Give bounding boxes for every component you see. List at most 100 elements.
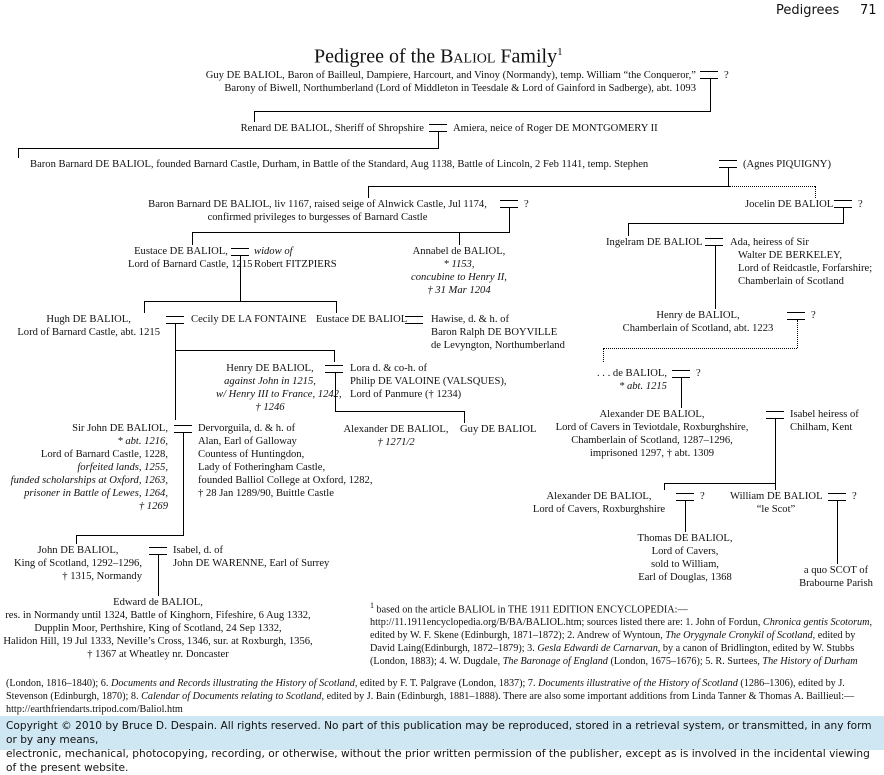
dotted-connector [729,186,815,187]
connector [509,207,510,233]
baron-barnard-2: Baron Barnard DE BALIOL, liv 1167, raise… [140,198,495,224]
copyright-bar: Copyright © 2010 by Bruce D. Despain. Al… [0,716,884,774]
connector [843,207,844,224]
dervorguila-line-6: † 28 Jan 1289/90, Buittle Castle [198,488,334,499]
title-footnote-mark: 1 [557,46,563,58]
sir-john-line-1: Sir John DE BALIOL, [72,423,168,434]
footnote-source-3-title: Gesla Edwardi de Carnarvan [537,643,658,655]
connector [335,372,336,412]
connector [76,535,184,536]
sir-john-de-baliol: Sir John DE BALIOL, * abt. 1216, Lord of… [11,422,168,513]
connector [710,78,711,112]
footnote-source-1-title: Chronica gentis Scotorum [762,617,870,629]
renard-de-baliol: Renard DE BALIOL, Sheriff of Shropshire [240,123,424,134]
sir-john-line-6: prisoner in Battle of Lewes, 1264, [24,488,168,499]
henry-chamberlain-spouse: ? [811,310,816,321]
ingelram-spouse: Ada, heiress of Sir Walter DE BERKELEY, … [730,236,872,288]
marriage-symbol [700,71,718,79]
henry-de-baliol-chamberlain: Henry de BALIOL, Chamberlain of Scotland… [613,309,783,335]
page-number: 71 [860,3,877,18]
alexander-3-spouse: ? [700,491,705,502]
guy-de-baliol-2: Guy DE BALIOL [460,424,537,435]
eustace-2-spouse-line-3: de Levyngton, Northumberland [431,340,565,351]
marriage-symbol [705,238,723,246]
henry-spouse: Lora d. & co-h. of Philip DE VALOINE (VA… [350,362,507,401]
john-king-line-2: King of Scotland, 1292–1296, [14,558,142,569]
connector [628,223,629,236]
barnard-2-spouse: ? [524,199,529,210]
unknown-line-2: * abt. 1215 [619,381,667,392]
connector [175,350,176,420]
footnote-part-2: (London, 1816–1840); 6. Documents and Re… [6,677,878,716]
henry-chamberlain-line-1: Henry de BALIOL, [656,310,740,321]
footnote-source-2-title: The Orygynale Cronykil of Scotland [665,630,813,642]
ingelram-spouse-line-4: Chamberlain of Scotland [738,276,844,287]
title-family-name: Baliol [440,45,496,68]
connector [175,323,176,351]
annabel-line-1: Annabel de BALIOL, [412,246,506,257]
unknown-spouse: ? [696,368,701,379]
connector [438,131,439,149]
page-title: Pedigree of the Baliol Family1 [314,40,563,69]
thomas-de-baliol: Thomas DE BALIOL, Lord of Cavers, sold t… [622,532,748,584]
footnote-source-5: 5. R. Surtees, [705,656,763,668]
copyright-line-1: Copyright © 2010 by Bruce D. Despain. Al… [6,720,872,746]
eustace-1-spouse: widow of Robert FITZPIERS [254,245,337,271]
william-line-2: “le Scot” [756,504,796,515]
connector [837,500,838,564]
ingelram-spouse-line-2: Walter DE BERKELEY, [738,250,842,261]
jocelin-spouse: ? [858,199,863,210]
connector [240,255,241,302]
guy-de-baliol: Guy DE BALIOL, Baron of Bailleul, Dampie… [206,69,696,95]
connector [18,148,439,149]
eustace-1-spouse-line-1: widow of [254,246,293,257]
dervorguila-line-1: Dervorguila, d. & h. of [198,423,296,434]
eustace-2-spouse: Hawise, d. & h. of Baron Ralph DE BOYVIL… [431,313,565,352]
henry-chamberlain-line-2: Chamberlain of Scotland, abt. 1223 [622,323,774,334]
henry-line-1: Henry DE BALIOL, [226,363,314,374]
marriage-symbol [325,365,343,373]
henry-spouse-line-3: Lord of Panmure († 1234) [350,389,462,400]
connector [685,500,686,532]
title-suffix: Family [495,45,558,68]
alexander-cavers-line-2: Lord of Cavers in Teviotdale, Roxburghsh… [555,422,749,433]
alexander-cavers-spouse-line-1: Isabel heiress of [790,409,859,420]
sir-john-line-5: funded scholarships at Oxford, 1263, [10,475,168,486]
jocelin-de-baliol: Jocelin DE BALIOL [745,199,834,210]
john-de-baliol-king: John DE BALIOL, King of Scotland, 1292–1… [14,544,142,583]
footnote-source-2-detail: , edited by David Laing(Edinburgh, 1872–… [370,630,856,655]
footnote-outro: There are also some important additions … [6,691,855,715]
john-king-spouse-line-1: Isabel, d. of [173,545,224,556]
connector [254,111,711,112]
dotted-connector [603,348,797,349]
connector [335,411,465,412]
john-king-spouse: Isabel, d. of John DE WARENNE, Earl of S… [173,544,329,570]
renard-spouse: Amiera, neice of Roger DE MONTGOMERY II [453,123,658,134]
scot-of-brabourne: a quo SCOT of Brabourne Parish [790,564,882,590]
connector [336,301,337,313]
footnote-source-5-title: The History of Durham [762,656,858,668]
ingelram-de-baliol: Ingelram DE BALIOL [606,237,703,248]
footnote-source-7-title: Documents illustrative of the History of… [538,678,738,689]
john-king-line-1: John DE BALIOL, [37,545,119,556]
connector [192,232,193,245]
ingelram-spouse-line-3: Lord of Reidcastle, Forfarshire; [738,263,873,274]
henry-line-4: † 1246 [255,402,285,413]
connector [334,350,335,362]
footnote-source-5-detail: (London, 1816–1840); [6,678,101,689]
thomas-line-1: Thomas DE BALIOL, [637,533,733,544]
connector [628,223,844,224]
connector [18,148,19,158]
edward-line-1: Edward de BALIOL, [113,597,203,608]
connector [715,245,716,309]
william-line-1: William DE BALIOL [730,491,823,502]
connector [183,432,184,536]
alexander-cavers-spouse: Isabel heiress of Chilham, Kent [790,408,859,434]
footnote-source-4-title: The Baronage of England [502,656,608,668]
eustace-de-baliol-1: Eustace DE BALIOL, Lord of Barnard Castl… [128,245,252,271]
running-head: Pedigrees [776,3,840,18]
dervorguila-line-5: founded Balliol College at Oxford, 1282, [198,475,373,486]
alexander-de-baliol-3: Alexander DE BALIOL, Lord of Cavers, Rox… [524,490,674,516]
footnote-source-1-detail: , edited by W. F. Skene (Edinburgh, 1871… [370,617,873,642]
connector [681,377,682,408]
